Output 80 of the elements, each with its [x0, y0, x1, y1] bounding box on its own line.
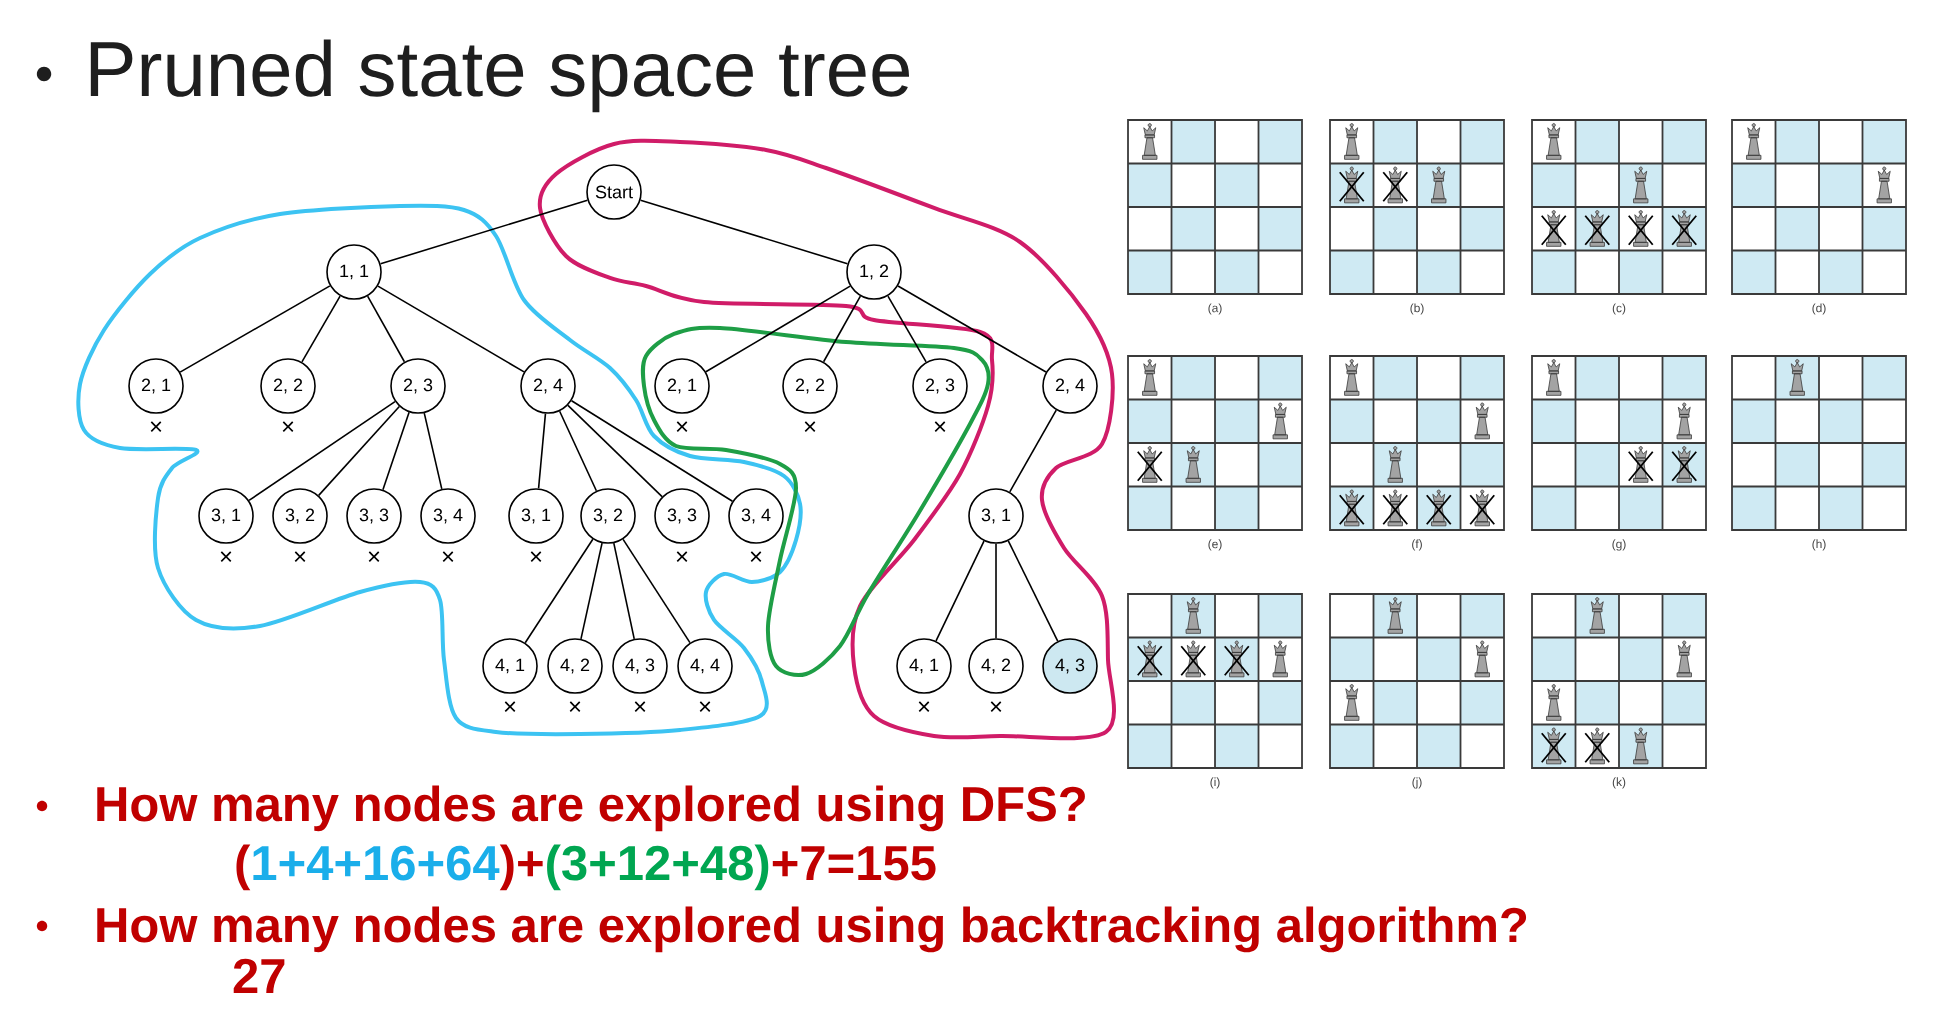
cross-mark: ×: [220, 551, 232, 563]
tree-edge: [248, 400, 396, 502]
tree-node: 4, 3: [612, 638, 668, 694]
tree-edge: [897, 285, 1047, 373]
cross-mark: ×: [804, 421, 816, 433]
tree-edge: [379, 199, 589, 265]
tree-node: 4, 3: [1042, 638, 1098, 694]
formula-text: 1+4+16+64: [253, 845, 500, 881]
formula-text: (: [236, 844, 251, 891]
tree-edge: [423, 412, 443, 490]
tree-node: 4, 4: [677, 638, 733, 694]
answer-text: 27: [233, 958, 285, 993]
cross-mark: ×: [990, 701, 1002, 712]
tree-edge: [179, 285, 331, 373]
tree-node: 3, 1: [968, 488, 1024, 544]
tree-node: 2, 4: [1042, 358, 1098, 414]
formula-text: (3+12+48): [547, 844, 769, 891]
cross-mark: ×: [934, 421, 946, 433]
tree-edge: [822, 295, 862, 363]
formula-text: +7=155: [772, 846, 936, 881]
tree-edge: [1008, 409, 1058, 493]
tree-node: 2, 3: [390, 358, 446, 414]
tree-node: 2, 2: [260, 358, 316, 414]
tree-node: 1, 2: [846, 244, 902, 300]
tree-edge: [317, 405, 401, 497]
tree-edge: [935, 540, 985, 642]
tree-edge: [301, 295, 341, 363]
tree-node: 2, 1: [654, 358, 710, 414]
tree-edge: [887, 295, 927, 363]
tree-node: 4, 1: [896, 638, 952, 694]
tree-edge: [613, 542, 635, 640]
tree-node: 1, 1: [326, 244, 382, 300]
tree-edge: [995, 543, 997, 639]
tree-edge: [622, 538, 691, 644]
tree-edge: [580, 542, 603, 640]
cross-mark: ×: [368, 551, 380, 563]
cross-mark: ×: [504, 701, 516, 712]
cross-mark: ×: [282, 421, 294, 433]
cross-mark: ×: [699, 701, 711, 712]
tree-edge: [639, 199, 849, 265]
tree-edge: [567, 404, 663, 498]
cross-mark: ×: [676, 421, 688, 433]
tree-node: Start: [586, 164, 642, 220]
tree-edge: [1007, 540, 1059, 642]
tree-node: 3, 3: [346, 488, 402, 544]
tree-node: 2, 2: [782, 358, 838, 414]
question-text: How many nodes are explored using DFS?: [97, 785, 1085, 832]
tree-node: 3, 2: [580, 488, 636, 544]
cross-mark: ×: [750, 551, 762, 563]
tree-edge: [570, 399, 734, 503]
tree-node: 2, 3: [912, 358, 968, 414]
tree-edge: [377, 285, 525, 373]
tree-node: 3, 4: [728, 488, 784, 544]
tree-node: 4, 2: [547, 638, 603, 694]
cross-mark: ×: [918, 701, 930, 712]
tree-node: 2, 4: [520, 358, 576, 414]
cross-mark: ×: [676, 551, 688, 563]
cross-mark: ×: [634, 701, 646, 712]
tree-node: 3, 3: [654, 488, 710, 544]
tree-edge: [558, 410, 598, 492]
tree-node: 4, 1: [482, 638, 538, 694]
slide-title: Pruned state space tree: [90, 39, 909, 113]
tree-edge: [705, 285, 851, 373]
tree-node: 3, 2: [272, 488, 328, 544]
tree-node: 3, 4: [420, 488, 476, 544]
cross-mark: ×: [442, 551, 454, 563]
formula-text: )+: [499, 844, 543, 891]
tree-edge: [524, 538, 594, 644]
tree-node: 3, 1: [508, 488, 564, 544]
cross-mark: ×: [569, 701, 581, 712]
cross-mark: ×: [530, 551, 542, 563]
tree-node: 4, 2: [968, 638, 1024, 694]
cross-mark: ×: [150, 421, 162, 433]
tree-edge: [382, 411, 410, 491]
question-text: How many nodes are explored using backtracking algorithm?: [97, 906, 1527, 953]
tree-node: 2, 1: [128, 358, 184, 414]
tree-node: 3, 1: [198, 488, 254, 544]
tree-edge: [537, 412, 547, 490]
tree-edge: [366, 295, 406, 363]
cross-mark: ×: [294, 551, 306, 563]
